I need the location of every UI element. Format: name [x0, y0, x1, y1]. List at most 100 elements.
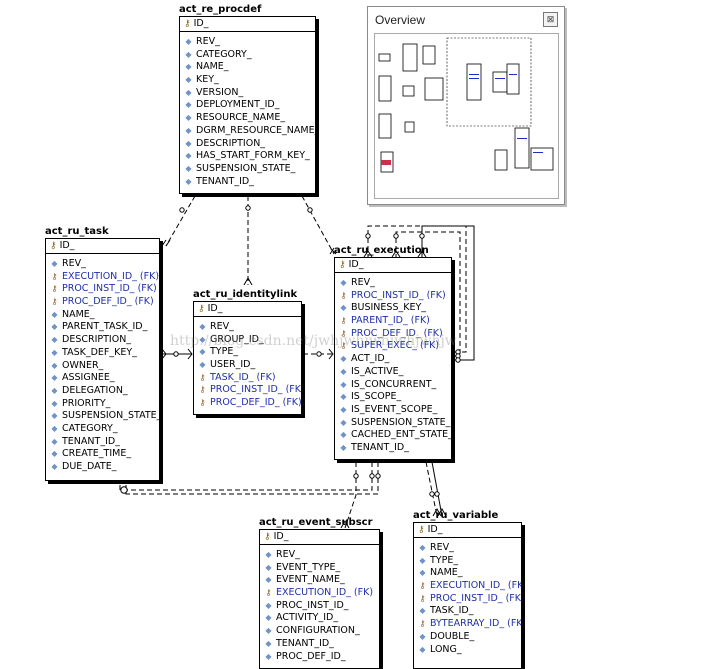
column-row[interactable]: ◆IS_EVENT_SCOPE_ — [335, 404, 451, 417]
column-icon: ◆ — [265, 638, 272, 648]
column-label: PROC_DEF_ID_ — [276, 650, 346, 662]
close-icon[interactable]: ⊠ — [543, 12, 558, 27]
overview-minimap[interactable] — [374, 33, 559, 199]
column-row[interactable]: ⚷PROC_INST_ID_ (FK) — [414, 593, 521, 606]
column-icon: ◆ — [265, 562, 272, 572]
column-row[interactable]: ◆TENANT_ID_ — [46, 436, 159, 449]
column-row[interactable]: ◆PROC_INST_ID_ — [260, 600, 379, 613]
column-row[interactable]: ◆USER_ID_ — [194, 359, 301, 372]
column-row[interactable]: ◆DEPLOYMENT_ID_ — [180, 99, 315, 112]
column-row[interactable]: ◆KEY_ — [180, 74, 315, 87]
column-row[interactable]: ◆NAME_ — [414, 567, 521, 580]
column-label: REV_ — [351, 277, 375, 288]
column-icon: ◆ — [419, 555, 426, 565]
column-row[interactable]: ◆DGRM_RESOURCE_NAME_ — [180, 125, 315, 138]
column-row[interactable]: ◆REV_ — [46, 258, 159, 271]
column-row[interactable]: ⚷PROC_INST_ID_ (FK) — [335, 290, 451, 303]
column-row[interactable]: ◆CATEGORY_ — [46, 423, 159, 436]
column-row[interactable]: ◆DESCRIPTION_ — [180, 138, 315, 151]
rel-execution-eventsubscr — [344, 462, 357, 529]
column-label: DOUBLE_ — [430, 630, 475, 642]
column-row[interactable]: ⚷EXECUTION_ID_ (FK) — [46, 271, 159, 284]
column-row[interactable]: ◆DUE_DATE_ — [46, 461, 159, 474]
column-row[interactable]: ◆ PROC_DEF_ID_ — [260, 651, 379, 664]
entity-act-ru-identitylink[interactable]: act_ru_identitylink ⚷ID_ ◆REV_◆GROUP_ID_… — [193, 289, 302, 415]
column-row[interactable]: ◆CATEGORY_ — [180, 49, 315, 62]
column-row[interactable]: ⚷SUPER_EXEC_ (FK) — [335, 340, 451, 353]
column-row[interactable]: ◆CACHED_ENT_STATE_ — [335, 429, 451, 442]
column-icon: ◆ — [265, 651, 272, 661]
column-row[interactable]: ◆TENANT_ID_ — [335, 442, 451, 455]
column-row[interactable]: ◆NAME_ — [46, 309, 159, 322]
column-row[interactable]: ◆EVENT_NAME_ — [260, 574, 379, 587]
column-row[interactable]: ⚷TASK_ID_ (FK) — [194, 372, 301, 385]
column-row[interactable]: ◆IS_SCOPE_ — [335, 391, 451, 404]
column-row[interactable]: ◆HAS_START_FORM_KEY_ — [180, 150, 315, 163]
column-label: EVENT_NAME_ — [276, 574, 345, 586]
entity-act-ru-task[interactable]: act_ru_task ⚷ID_ ◆REV_⚷EXECUTION_ID_ (FK… — [45, 226, 160, 481]
overview-panel[interactable]: Overview ⊠ — [367, 6, 565, 205]
column-label: GROUP_ID_ — [210, 333, 264, 345]
column-label: EXECUTION_ID_ (FK) — [276, 587, 374, 599]
column-label: CREATE_TIME_ — [62, 448, 132, 460]
column-row[interactable]: ⚷BYTEARRAY_ID_ (FK) — [414, 618, 521, 631]
entity-act-ru-execution[interactable]: act_ru_execution ⚷ID_ ◆REV_⚷PROC_INST_ID… — [334, 245, 452, 460]
column-row[interactable]: ⚷PROC_DEF_ID_ (FK) — [335, 328, 451, 341]
column-row[interactable]: ◆SUSPENSION_STATE_ — [335, 417, 451, 430]
column-row[interactable]: ◆TASK_DEF_KEY_ — [46, 347, 159, 360]
column-row[interactable]: ◆CONFIGURATION_ — [260, 625, 379, 638]
column-label: RESOURCE_NAME_ — [196, 112, 286, 124]
column-row[interactable]: ◆ACT_ID_ — [335, 353, 451, 366]
fk-column-icon: ⚷ — [340, 290, 347, 300]
column-row[interactable]: ◆REV_ — [260, 549, 379, 562]
column-row[interactable]: ◆SUSPENSION_STATE_ — [180, 163, 315, 176]
column-row[interactable]: ◆REV_ — [414, 542, 521, 555]
entity-act-re-procdef[interactable]: act_re_procdef ⚷ID_ ◆REV_◆CATEGORY_◆NAME… — [179, 4, 316, 194]
column-row[interactable]: ◆IS_CONCURRENT_ — [335, 379, 451, 392]
column-icon: ◆ — [185, 163, 192, 173]
column-row[interactable]: ◆CREATE_TIME_ — [46, 448, 159, 461]
column-row[interactable]: ⚷PROC_DEF_ID_ (FK) — [46, 296, 159, 309]
entity-act-ru-event-subscr[interactable]: act_ru_event_subscr ⚷ID_ ◆REV_◆EVENT_TYP… — [259, 517, 380, 669]
column-label: REV_ — [276, 549, 300, 560]
column-row[interactable]: ◆ACTIVITY_ID_ — [260, 612, 379, 625]
column-row[interactable]: ⚷EXECUTION_ID_ (FK) — [414, 580, 521, 593]
column-row[interactable]: ◆OWNER_ — [46, 360, 159, 373]
column-row[interactable]: ◆TYPE_ — [194, 346, 301, 359]
column-row[interactable]: ◆DESCRIPTION_ — [46, 334, 159, 347]
column-row[interactable]: ◆BUSINESS_KEY_ — [335, 302, 451, 315]
column-row[interactable]: ◆SUSPENSION_STATE_ — [46, 410, 159, 423]
column-row[interactable]: ◆REV_ — [335, 277, 451, 290]
column-row[interactable]: ⚷PROC_DEF_ID_ (FK) — [194, 397, 301, 410]
column-row[interactable]: ⚷PROC_INST_ID_ (FK) — [194, 384, 301, 397]
column-label: SUSPENSION_STATE_ — [62, 410, 160, 422]
column-icon: ◆ — [51, 373, 58, 383]
column-label: PROC_INST_ID_ (FK) — [210, 384, 302, 396]
column-label: TYPE_ — [430, 554, 459, 566]
primary-key-label: ID_ — [193, 18, 209, 29]
column-row[interactable]: ◆PARENT_TASK_ID_ — [46, 321, 159, 334]
column-row[interactable]: ⚷PARENT_ID_ (FK) — [335, 315, 451, 328]
column-row[interactable]: ◆DELEGATION_ — [46, 385, 159, 398]
column-row[interactable]: ◆GROUP_ID_ — [194, 334, 301, 347]
column-row[interactable]: ◆TASK_ID_ — [414, 605, 521, 618]
column-row[interactable]: ◆TENANT_ID_ — [180, 176, 315, 189]
column-row[interactable]: ⚷PROC_INST_ID_ (FK) — [46, 283, 159, 296]
column-row[interactable]: ⚷EXECUTION_ID_ (FK) — [260, 587, 379, 600]
column-row[interactable]: ◆NAME_ — [180, 61, 315, 74]
entity-act-ru-variable[interactable]: act_ru_variable ⚷ID_ ◆REV_◆TYPE_◆NAME_⚷E… — [413, 510, 522, 669]
column-row[interactable]: ◆TENANT_ID_ — [260, 638, 379, 651]
column-row[interactable]: ◆PRIORITY_ — [46, 398, 159, 411]
column-row[interactable]: ◆ TYPE_ — [414, 555, 521, 568]
column-row[interactable]: ◆ASSIGNEE_ — [46, 372, 159, 385]
column-row[interactable]: ◆VERSION_ — [180, 87, 315, 100]
column-row[interactable]: ◆RESOURCE_NAME_ — [180, 112, 315, 125]
column-row[interactable]: ◆REV_ — [194, 321, 301, 334]
column-row[interactable]: ◆LONG_ — [414, 644, 521, 657]
column-row[interactable]: ◆IS_ACTIVE_ — [335, 366, 451, 379]
column-icon: ◆ — [185, 100, 192, 110]
column-row[interactable]: ◆DOUBLE_ — [414, 631, 521, 644]
column-row[interactable]: ◆EVENT_TYPE_ — [260, 562, 379, 575]
column-row[interactable]: ◆REV_ — [180, 36, 315, 49]
column-icon: ◆ — [51, 335, 58, 345]
